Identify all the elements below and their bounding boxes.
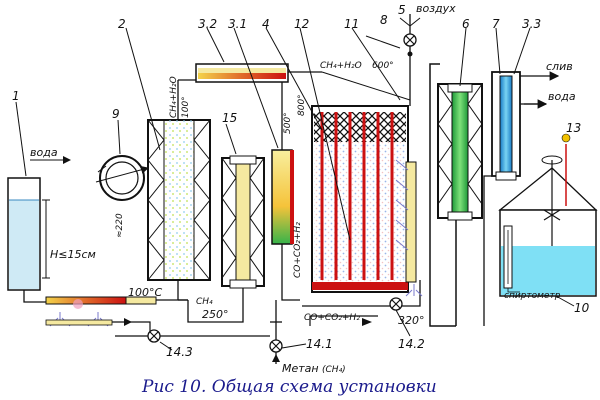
label-10: 10 [574, 301, 590, 315]
leader-14-2 [395, 309, 411, 337]
reactor-side-heater [395, 159, 417, 283]
label-3-1: 3.1 [228, 17, 247, 31]
leader-1 [15, 101, 27, 177]
vert-syngas-label: CO+CO₂+H₂ [293, 222, 303, 278]
leader-11 [351, 27, 401, 101]
valve-icon[interactable] [269, 339, 283, 353]
label-6: 6 [462, 17, 470, 31]
valve-icon[interactable] [403, 33, 417, 47]
temp-250-label: 250° [202, 308, 229, 321]
heat-exchanger-15 [187, 155, 265, 323]
leader-4 [265, 27, 323, 131]
drain-label: слив [546, 60, 573, 73]
methane-formula-label: (CH₄) [322, 365, 346, 375]
leader-7 [495, 27, 501, 75]
label-4: 4 [262, 17, 270, 31]
stirrer-icon [541, 155, 563, 221]
condenser-6 [429, 63, 483, 327]
label-3-2: 3.2 [198, 17, 217, 31]
label-8: 8 [380, 13, 388, 27]
gas-line-14-3 [112, 318, 270, 337]
air-label: воздух [416, 2, 456, 15]
label-15: 15 [222, 111, 237, 125]
temp-600-label: 600° [372, 61, 394, 71]
label-7: 7 [492, 17, 500, 31]
reactor-outlet [302, 280, 423, 326]
methane-inlet [270, 300, 282, 364]
leader-15 [225, 123, 237, 155]
air-line [321, 14, 421, 106]
methane-label: Метан [282, 362, 319, 375]
temp-100c-label: 100°C [128, 286, 162, 299]
leader-3-2 [206, 27, 225, 63]
heat-exchanger-9 [95, 155, 149, 201]
branch-point-8 [407, 51, 413, 57]
cooler-7 [483, 71, 560, 326]
label-3-3: 3.3 [522, 17, 541, 31]
water-right-label: вода [548, 90, 576, 103]
label-13: 13 [566, 121, 581, 135]
temp-100-vert-label: 100° [181, 96, 191, 118]
temp-500-label: 500° [283, 112, 293, 134]
valve-icon[interactable] [389, 297, 403, 311]
h-dimension [42, 199, 50, 279]
leader-12 [299, 27, 351, 241]
top-gas-label: CH₄+H₂O [320, 61, 362, 71]
ch4-mid-label: CH₄ [196, 297, 213, 307]
alcohol-meter [503, 225, 520, 293]
leader-14-1 [281, 343, 307, 349]
height-limit-label: H≤15см [50, 248, 96, 261]
leader-2 [125, 27, 161, 151]
vert-gas-label: CH₄+H₂O [169, 76, 179, 118]
leader-3-1 [233, 27, 279, 149]
temp-800-label: 800° [297, 94, 307, 116]
leader-10 [555, 295, 575, 307]
label-12: 12 [294, 17, 309, 31]
collector-10 [498, 160, 598, 297]
temp-220-label: ≈220 [115, 213, 125, 238]
label-14-2: 14.2 [398, 337, 425, 351]
label-1: 1 [12, 89, 20, 103]
leader-3-3 [513, 27, 531, 75]
label-14-1: 14.1 [306, 337, 333, 351]
leader-14-3 [159, 341, 173, 351]
leader-9 [117, 119, 121, 155]
label-2: 2 [118, 17, 126, 31]
thermometer-icon [561, 133, 571, 206]
alcohol-meter-label: спиртометр [504, 291, 561, 301]
figure-caption: Рис 10. Общая схема установки [141, 377, 437, 397]
label-14-3: 14.3 [166, 345, 193, 359]
column-2 [147, 80, 211, 301]
reactor-12 [311, 105, 409, 293]
leader-6 [459, 27, 467, 87]
temp-320-label: 320° [398, 314, 425, 327]
heater-3-1 [271, 82, 300, 301]
label-5: 5 [398, 3, 406, 17]
label-11: 11 [344, 17, 359, 31]
valve-icon[interactable] [147, 329, 161, 343]
water-left-label: вода [30, 146, 58, 159]
label-9: 9 [112, 107, 120, 121]
bottom-syngas-label: CO+CO₂+H₂ [304, 313, 360, 323]
heater-3-2 [178, 63, 322, 83]
water-tank-1 [7, 177, 48, 303]
